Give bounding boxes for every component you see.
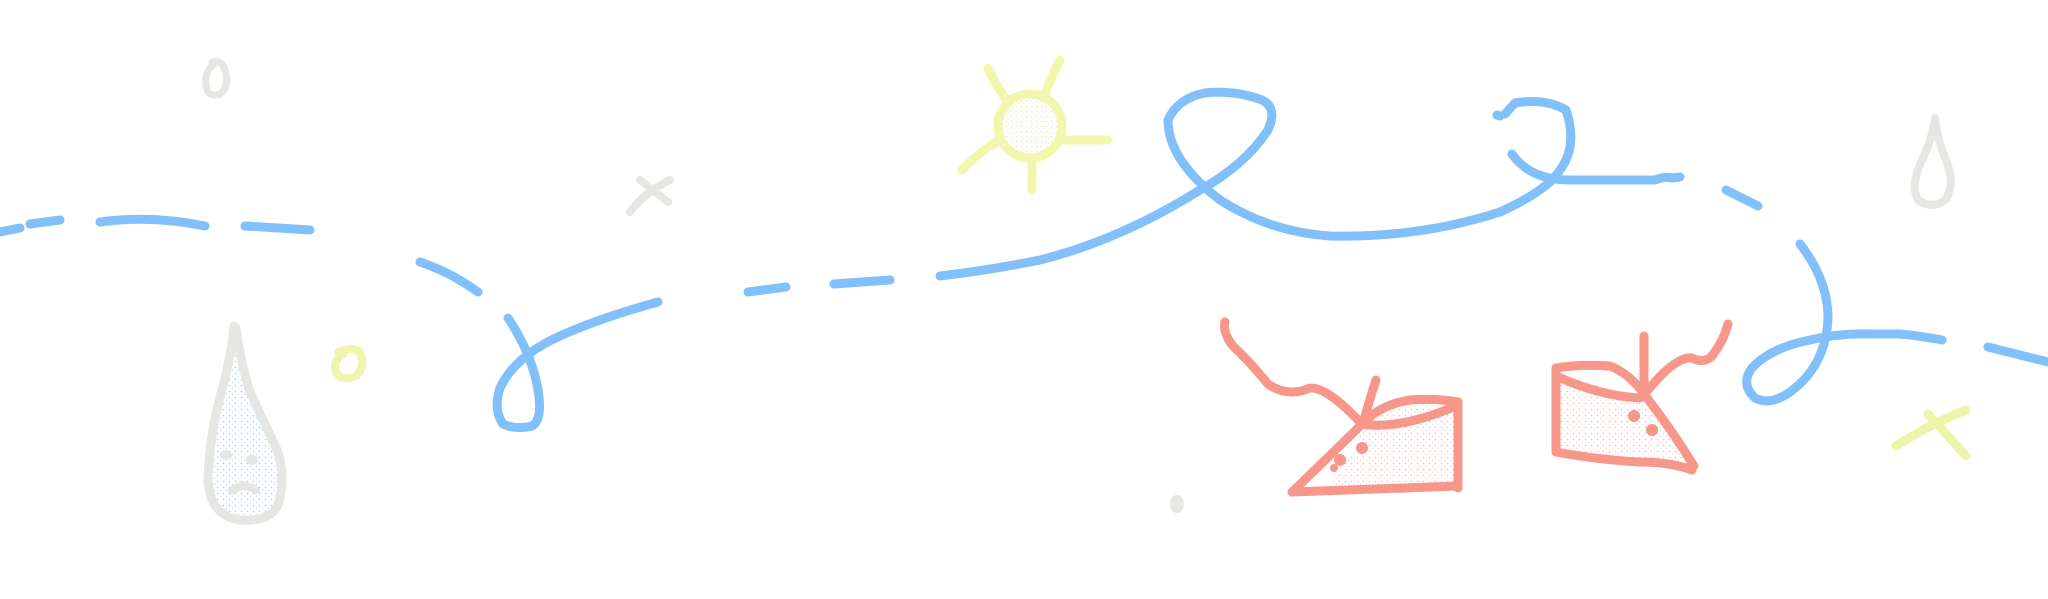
sun xyxy=(957,55,1113,195)
small-loop-grey xyxy=(202,58,231,99)
small-dots xyxy=(1170,495,1184,513)
small-raindrop xyxy=(1910,114,1955,209)
cheese-wedge-right xyxy=(1551,319,1733,475)
dashed-winding-path xyxy=(0,87,2048,433)
cross-mark-grey xyxy=(626,176,674,216)
cheese-wedge-left xyxy=(1219,317,1463,497)
small-loop-yellow xyxy=(331,345,367,383)
raindrop xyxy=(203,321,287,525)
cross-mark-yellow xyxy=(1891,405,1971,461)
